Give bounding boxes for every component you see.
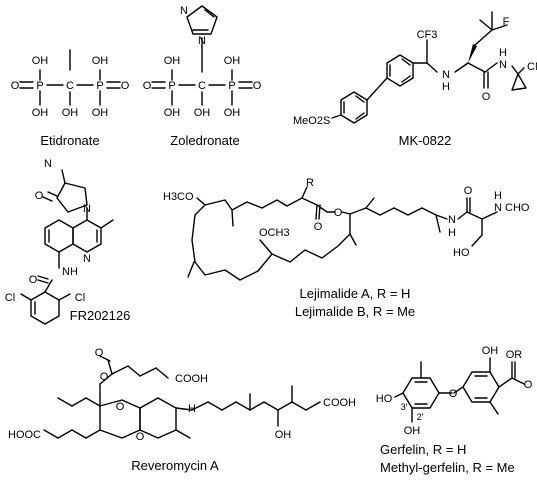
zoledronate-structure: N N OH OH P C P O O OH OH OH Zoledronate	[143, 5, 262, 148]
atom-label: N	[499, 59, 507, 71]
lejimalide-caption-b: Lejimalide B, R = Me	[295, 304, 415, 319]
atom-label: P	[96, 80, 103, 92]
lejimalide-structure: H3CO H3CO R O O OCH3 N H O H N CHO HO Le…	[163, 177, 530, 319]
atom-label: N	[83, 203, 91, 215]
gerfelin-caption-a: Gerfelin, R = H	[380, 442, 466, 457]
atom-label: O	[334, 207, 343, 219]
atom-label: H3CO	[163, 191, 194, 203]
atom-label: Cl	[75, 292, 85, 304]
atom-label: 2'	[417, 412, 424, 422]
atom-label: OH	[482, 345, 499, 357]
atom-label: F	[503, 16, 510, 28]
gerfelin-caption-b: Methyl-gerfelin, R = Me	[380, 460, 515, 475]
reveromycin-caption: Reveromycin A	[131, 458, 219, 473]
atom-label: Cl	[5, 292, 15, 304]
etidronate-structure: OH OH P C P O O OH OH OH Etidronate	[11, 49, 130, 148]
mk0822-structure: CF3 F N H N H O CN MeO2S MK-0822	[293, 11, 537, 148]
atom-label: C	[66, 80, 74, 92]
atom-label: P	[228, 80, 235, 92]
atom-label: H	[448, 227, 456, 239]
atom-label: C	[198, 80, 206, 92]
atom-label: OH	[32, 55, 49, 67]
atom-label: MeO2S	[293, 115, 330, 127]
atom-label: HOOC	[8, 429, 41, 441]
atom-label: P	[36, 80, 43, 92]
atom-label: O	[116, 401, 125, 413]
atom-label: CHO	[505, 202, 530, 214]
atom-label: H	[188, 403, 196, 415]
reveromycin-structure: O O COOH HOOC O O H OH COOH Reveromycin …	[8, 347, 356, 473]
atom-label: OH	[164, 107, 181, 119]
atom-label: O	[482, 91, 491, 103]
atom-label: O	[253, 80, 262, 92]
atom-label: HO	[453, 247, 470, 259]
atom-label: H	[442, 81, 450, 93]
atom-label: O	[95, 347, 104, 359]
atom-label: H	[499, 47, 507, 59]
atom-label: P	[168, 80, 175, 92]
etidronate-caption: Etidronate	[40, 133, 99, 148]
atom-label: OH	[224, 107, 241, 119]
mk0822-caption: MK-0822	[399, 133, 452, 148]
atom-label: O	[464, 185, 473, 197]
atom-label: OH	[92, 107, 109, 119]
atom-label: OH	[224, 55, 241, 67]
atom-label: HO	[376, 393, 393, 405]
atom-label: OH	[194, 107, 211, 119]
atom-label: N	[180, 5, 188, 17]
fr202126-caption: FR202126	[70, 308, 131, 323]
atom-label: OH	[404, 425, 421, 437]
atom-label: O	[11, 80, 20, 92]
atom-label: CN	[527, 61, 537, 73]
atom-label: N	[83, 253, 91, 265]
atom-label: O	[314, 221, 323, 233]
atom-label: N	[44, 158, 52, 170]
atom-label: O	[121, 80, 130, 92]
atom-label: O	[100, 371, 109, 383]
atom-label: O	[524, 379, 533, 391]
atom-label: NH	[62, 266, 78, 278]
gerfelin-structure: OH OR O O HO 3' 2' OH Gerfelin, R = H Me…	[376, 345, 533, 475]
atom-label: N	[198, 35, 206, 47]
atom-label: N	[448, 214, 456, 226]
atom-label: OH	[92, 55, 109, 67]
atom-label: OR	[506, 349, 523, 361]
atom-label: O	[136, 431, 145, 443]
atom-label: 3'	[401, 402, 408, 412]
fr202126-structure: N N O N NH O Cl Cl FR202126	[5, 158, 131, 325]
atom-label: N	[442, 69, 450, 81]
atom-label: OH	[164, 55, 181, 67]
atom-label: N	[494, 202, 502, 214]
atom-label: O	[29, 274, 38, 286]
atom-label: CF3	[417, 29, 438, 41]
atom-label: O	[143, 80, 152, 92]
atom-label: OCH3	[259, 227, 290, 239]
zoledronate-caption: Zoledronate	[170, 133, 239, 148]
atom-label: H	[494, 190, 502, 202]
atom-label: O	[449, 388, 458, 400]
atom-label: O	[35, 190, 44, 202]
atom-label: OH	[275, 429, 292, 441]
lejimalide-caption-a: Lejimalide A, R = H	[300, 286, 411, 301]
atom-label: COOH	[323, 397, 356, 409]
atom-label: OH	[62, 107, 79, 119]
atom-label: COOH	[175, 373, 208, 385]
atom-label: OH	[32, 107, 49, 119]
atom-label: R	[306, 177, 314, 189]
